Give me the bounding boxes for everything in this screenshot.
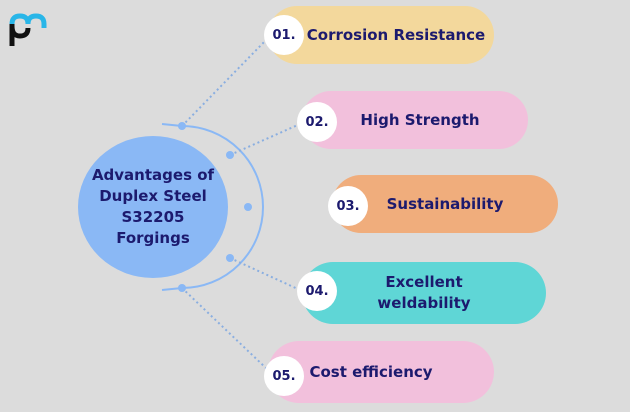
advantage-excellent-weldability: Excellent weldability (302, 262, 546, 324)
advantage-label: Excellent weldability (377, 273, 471, 312)
advantage-corrosion-resistance: Corrosion Resistance (268, 6, 494, 64)
number-badge: 03. (328, 186, 368, 226)
advantage-sustainability: Sustainability (332, 175, 558, 233)
hub-circle: Advantages of Duplex Steel S32205 Forgin… (78, 136, 228, 278)
number-badge: 05. (264, 356, 304, 396)
advantage-cost-efficiency: Cost efficiency (268, 341, 494, 403)
advantage-label: Cost efficiency (309, 362, 433, 381)
number-badge: 04. (297, 271, 337, 311)
advantage-label: Corrosion Resistance (306, 25, 486, 44)
advantage-high-strength: High Strength (302, 91, 528, 149)
logo-icon (9, 13, 47, 46)
number-badge: 02. (297, 102, 337, 142)
brand-logo (8, 10, 56, 50)
advantage-label: Sustainability (386, 194, 504, 213)
number-badge: 01. (264, 15, 304, 55)
advantage-label: High Strength (360, 110, 480, 129)
hub-title: Advantages of Duplex Steel S32205 Forgin… (91, 166, 215, 247)
